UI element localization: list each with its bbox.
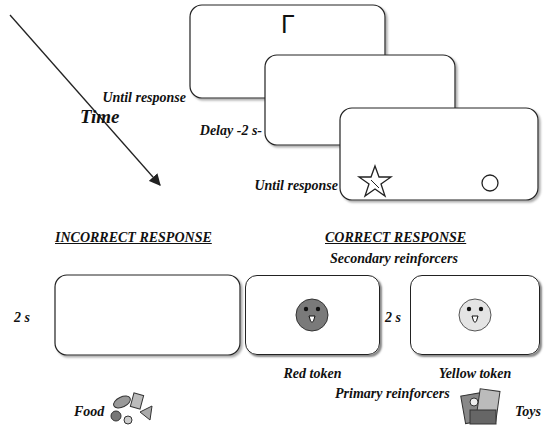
duration-label: 2 s <box>385 310 401 326</box>
screen <box>340 108 538 200</box>
token-label: Yellow token <box>439 366 512 382</box>
token-screen: Yellow token <box>410 275 540 355</box>
duration-label: Delay -2 s- <box>200 123 262 139</box>
red-token-face <box>296 299 328 331</box>
token-label: Red token <box>284 366 342 382</box>
subheading: Secondary reinforcers <box>330 251 458 267</box>
section-heading: CORRECT RESPONSE <box>325 230 466 246</box>
reinforcer-label: Toys <box>515 404 541 420</box>
axis-label: Time <box>80 106 119 128</box>
toys-icon <box>461 389 500 424</box>
stimulus-screen: Γ <box>190 5 385 98</box>
food-icon <box>111 393 152 424</box>
stimulus-symbol: Γ <box>281 11 294 39</box>
star-stimulus <box>359 166 391 196</box>
star-shading <box>371 180 379 188</box>
subheading: Primary reinforcers <box>335 386 450 402</box>
circle-stimulus <box>482 175 498 191</box>
duration-label: Until response <box>102 90 186 106</box>
section-heading: INCORRECT RESPONSE <box>55 230 212 246</box>
reinforcer-label: Food <box>74 404 104 420</box>
token-screen: Red token <box>245 275 380 355</box>
duration-label: 2 s <box>14 310 30 326</box>
duration-label: Until response <box>254 178 338 194</box>
yellow-token-face <box>459 299 491 331</box>
blank-screen <box>55 275 240 355</box>
